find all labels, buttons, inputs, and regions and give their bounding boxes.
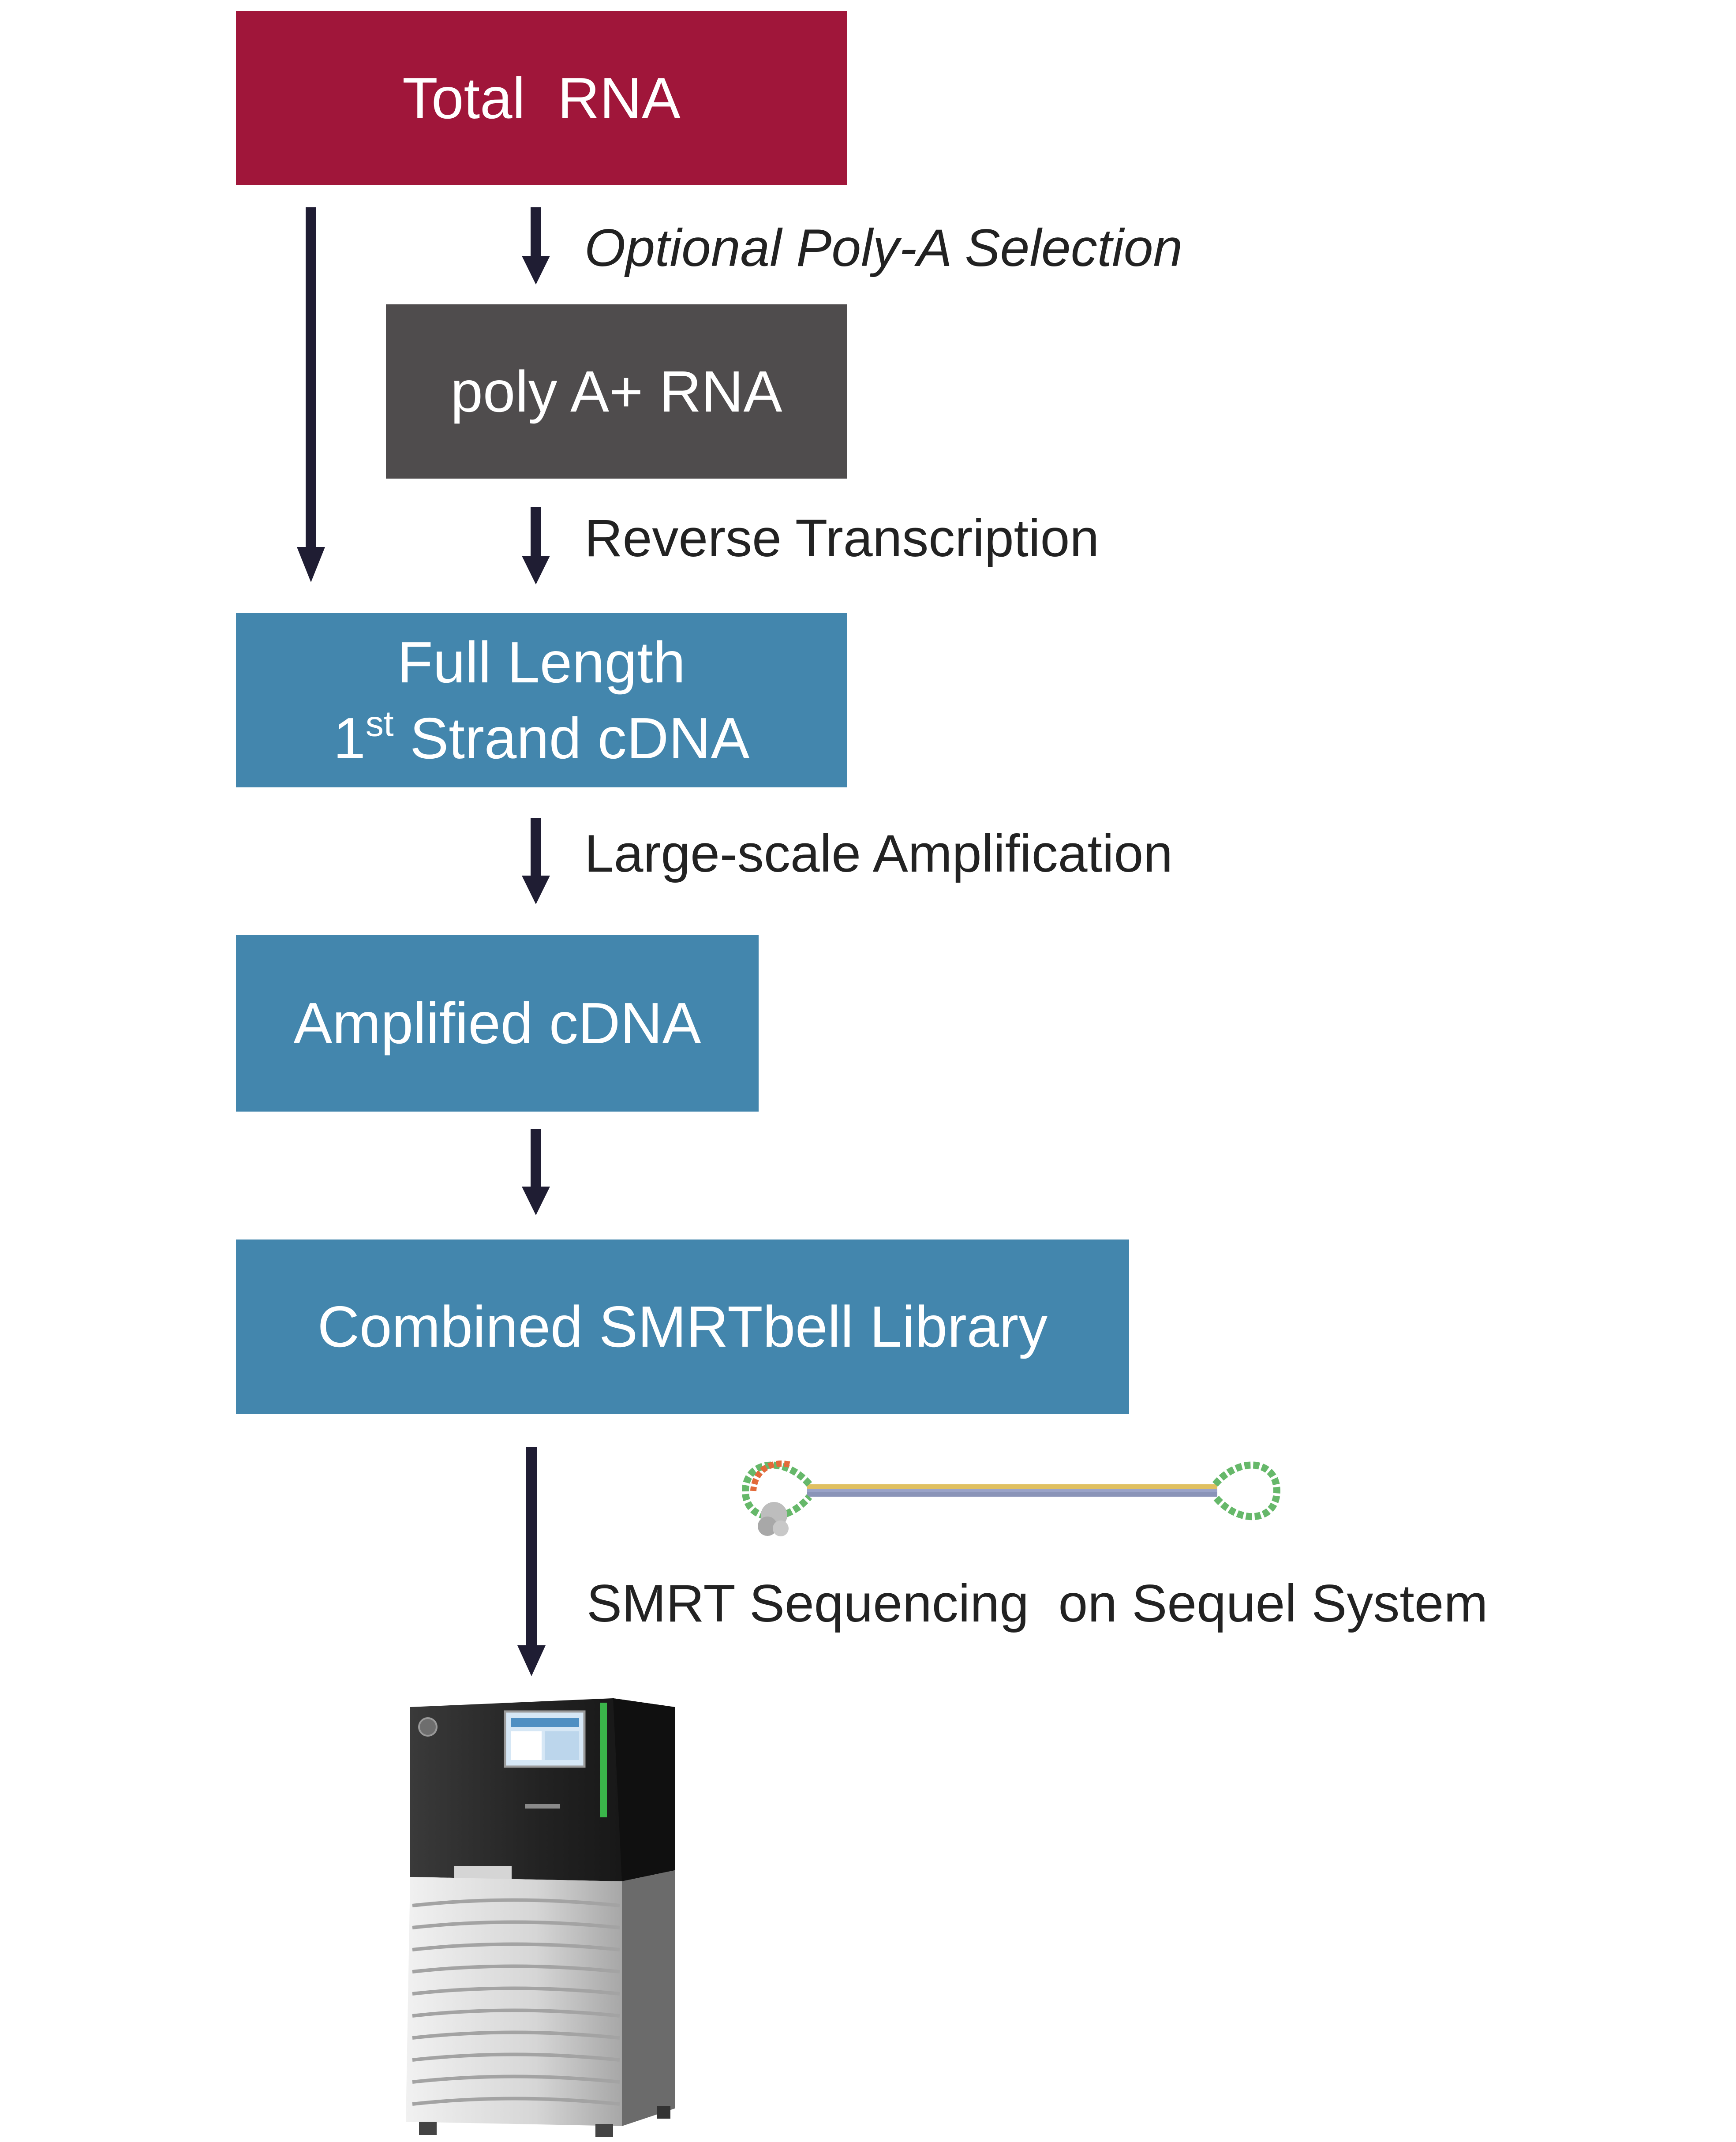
amplified-cdna-label: Amplified cDNA [293, 991, 701, 1056]
bypass-arrow [297, 207, 325, 582]
amplified-cdna-box: Amplified cDNA [236, 935, 759, 1112]
total-rna-box: Total RNA [236, 11, 847, 185]
full-length-cdna-box: Full Length 1st Strand cDNA [236, 613, 847, 787]
smrtbell-library-box: Combined SMRTbell Library [236, 1240, 1129, 1414]
library-prep-arrow [522, 1129, 550, 1215]
amplification-label: Large-scale Amplification [584, 824, 1173, 883]
poly-a-rna-label: poly A+ RNA [450, 359, 782, 424]
sequel-instrument-icon [406, 1698, 675, 2137]
smrtbell-template-icon [741, 1460, 1281, 1536]
reverse-transcription-label: Reverse Transcription [584, 509, 1100, 568]
sequencing-label: SMRT Sequencing on Sequel System [587, 1574, 1488, 1633]
poly-a-selection-arrow [522, 207, 550, 285]
poly-a-selection-label: Optional Poly-A Selection [584, 218, 1183, 277]
reverse-transcription-arrow [522, 507, 550, 584]
poly-a-rna-box: poly A+ RNA [386, 304, 847, 479]
total-rna-label: Total RNA [402, 65, 681, 131]
first-strand-cdna-label: 1st Strand cDNA [333, 703, 750, 771]
full-length-label: Full Length [397, 629, 686, 695]
amplification-arrow [522, 818, 550, 904]
sequencing-arrow [517, 1447, 546, 1676]
smrtbell-library-label: Combined SMRTbell Library [317, 1294, 1048, 1359]
